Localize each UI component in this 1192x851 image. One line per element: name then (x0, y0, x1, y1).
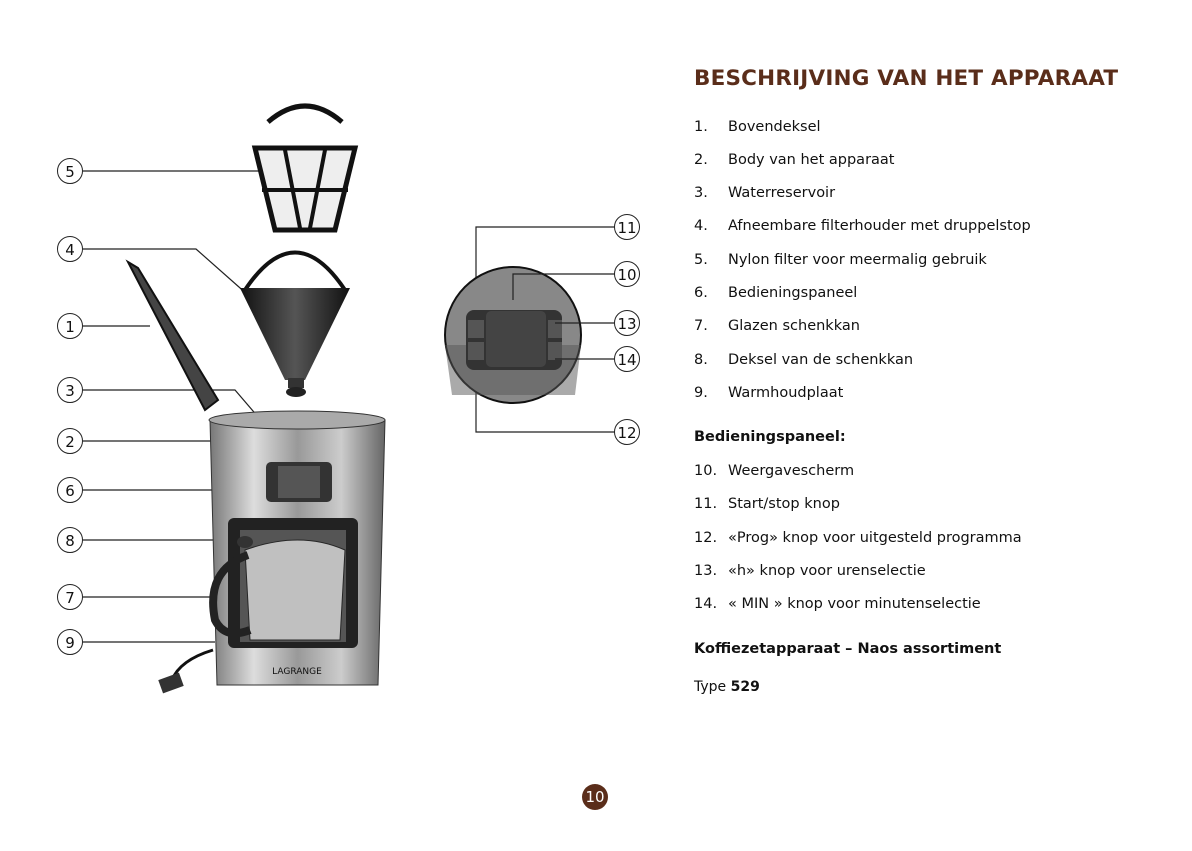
callout-6: 6 (57, 477, 83, 503)
callout-7: 7 (57, 584, 83, 610)
page-title: BESCHRIJVING VAN HET APPARAAT (694, 66, 1119, 91)
callout-13: 13 (614, 310, 640, 336)
page-number: 10 (582, 784, 608, 810)
product-type: Type 529 (694, 679, 760, 695)
callout-10: 10 (614, 261, 640, 287)
callout-2: 2 (57, 428, 83, 454)
nylon-filter (251, 103, 359, 233)
filter-holder (240, 250, 350, 397)
brand-logo: LAGRANGE (272, 667, 322, 677)
callout-11: 11 (614, 214, 640, 240)
callout-1: 1 (57, 313, 83, 339)
callout-3: 3 (57, 377, 83, 403)
callout-14: 14 (614, 346, 640, 372)
panel-heading: Bedieningspaneel: (694, 429, 846, 445)
callout-12: 12 (614, 419, 640, 445)
top-lid (125, 259, 220, 412)
callout-9: 9 (57, 629, 83, 655)
callout-4: 4 (57, 236, 83, 262)
product-heading: Koffiezetapparaat – Naos assortiment (694, 641, 1002, 657)
callout-8: 8 (57, 527, 83, 553)
callout-5: 5 (57, 158, 83, 184)
body: LAGRANGE (158, 410, 386, 694)
control-panel-detail (444, 226, 640, 433)
